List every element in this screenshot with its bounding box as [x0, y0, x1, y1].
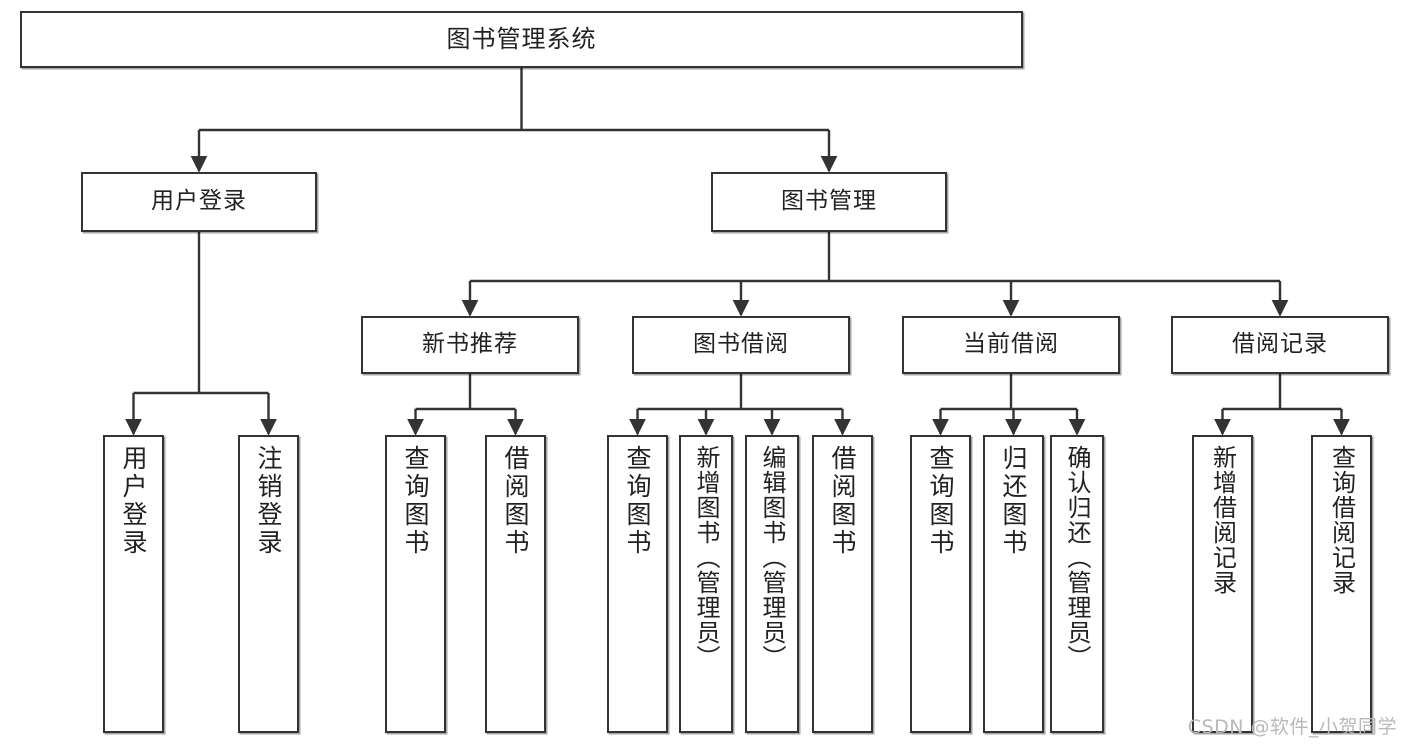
node-leaf-user-logout[interactable]: 注销登录	[238, 435, 299, 733]
node-label-newbook: 新书推荐	[422, 331, 518, 358]
node-label-leaf-bo-edit: 编辑图书（管理员）	[758, 445, 786, 670]
node-leaf-nb-query[interactable]: 查询图书	[385, 435, 446, 733]
watermark-text: CSDN @软件_小贺同学	[1187, 716, 1397, 738]
node-leaf-re-add[interactable]: 新增借阅记录	[1192, 435, 1253, 733]
node-borrow[interactable]: 图书借阅	[632, 316, 850, 374]
node-label-leaf-cu-return: 归还图书	[999, 445, 1028, 557]
node-label-leaf-bo-query: 查询图书	[623, 445, 652, 557]
node-label-leaf-nb-borrow: 借阅图书	[501, 445, 530, 557]
node-leaf-nb-borrow[interactable]: 借阅图书	[485, 435, 546, 733]
node-label-leaf-user-logout: 注销登录	[254, 445, 283, 557]
node-label-leaf-cu-confirm: 确认归还（管理员）	[1063, 445, 1091, 670]
node-label-leaf-re-query: 查询借阅记录	[1327, 445, 1356, 595]
node-newbook[interactable]: 新书推荐	[361, 316, 579, 374]
node-leaf-bo-query[interactable]: 查询图书	[607, 435, 668, 733]
node-label-root: 图书管理系统	[446, 25, 597, 54]
node-bookmgmt[interactable]: 图书管理	[711, 172, 947, 232]
node-label-leaf-bo-add: 新增图书（管理员）	[692, 445, 720, 670]
node-leaf-bo-borrow[interactable]: 借阅图书	[812, 435, 873, 733]
node-label-borrow: 图书借阅	[693, 331, 789, 358]
node-root[interactable]: 图书管理系统	[20, 11, 1023, 68]
node-label-leaf-cu-query: 查询图书	[926, 445, 955, 557]
node-label-current: 当前借阅	[963, 331, 1059, 358]
node-label-records: 借阅记录	[1232, 331, 1328, 358]
node-label-leaf-re-add: 新增借阅记录	[1208, 445, 1237, 595]
node-current[interactable]: 当前借阅	[902, 316, 1120, 374]
node-label-leaf-bo-borrow: 借阅图书	[828, 445, 857, 557]
node-label-leaf-nb-query: 查询图书	[401, 445, 430, 557]
node-leaf-bo-add[interactable]: 新增图书（管理员）	[679, 435, 733, 733]
node-leaf-cu-confirm[interactable]: 确认归还（管理员）	[1050, 435, 1104, 733]
node-leaf-cu-query[interactable]: 查询图书	[910, 435, 971, 733]
node-leaf-bo-edit[interactable]: 编辑图书（管理员）	[745, 435, 799, 733]
node-label-login: 用户登录	[151, 188, 247, 215]
node-label-leaf-user-login: 用户登录	[119, 445, 148, 557]
node-leaf-re-query[interactable]: 查询借阅记录	[1311, 435, 1372, 733]
node-label-bookmgmt: 图书管理	[781, 188, 877, 215]
node-login[interactable]: 用户登录	[81, 172, 317, 232]
node-leaf-cu-return[interactable]: 归还图书	[983, 435, 1044, 733]
node-leaf-user-login[interactable]: 用户登录	[103, 435, 164, 733]
node-records[interactable]: 借阅记录	[1171, 316, 1389, 374]
